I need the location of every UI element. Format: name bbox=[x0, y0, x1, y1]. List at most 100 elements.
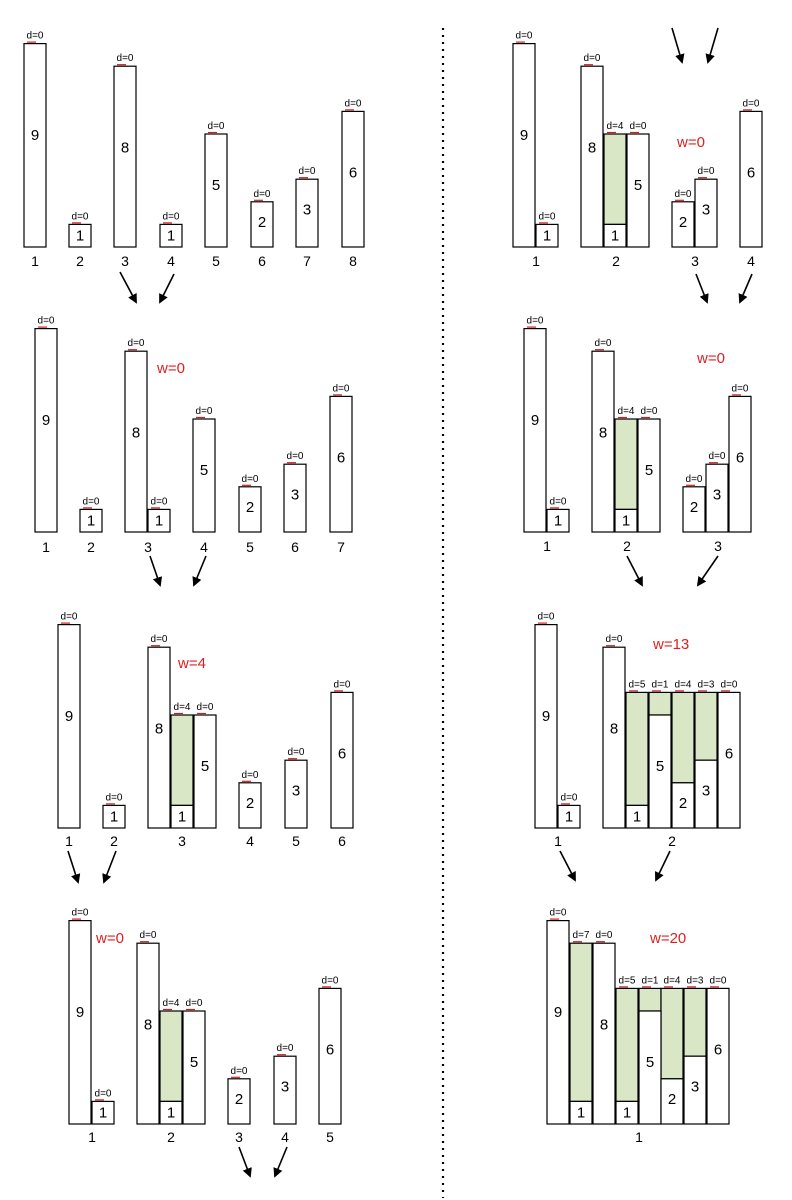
bar-value: 8 bbox=[155, 721, 163, 738]
bar bbox=[546, 919, 570, 1125]
depth-label: d=0 bbox=[345, 98, 362, 109]
bar-value: 1 bbox=[99, 1105, 107, 1122]
depth-label: d=0 bbox=[95, 1088, 112, 1099]
depth-label: d=1 bbox=[652, 679, 669, 690]
water-total-label: w=13 bbox=[652, 636, 689, 653]
water-fill bbox=[603, 133, 627, 226]
position-label: 5 bbox=[326, 1129, 334, 1145]
depth-label: d=4 bbox=[675, 679, 692, 690]
bar bbox=[147, 508, 171, 533]
bar-value: 6 bbox=[326, 1041, 334, 1058]
bar-value: 5 bbox=[646, 1054, 654, 1071]
bar bbox=[535, 223, 559, 248]
bar-value: 1 bbox=[76, 228, 84, 245]
position-label: 3 bbox=[235, 1129, 243, 1145]
step-arrow bbox=[696, 555, 719, 587]
bar bbox=[68, 919, 92, 1125]
bar bbox=[273, 1055, 297, 1125]
position-label: 5 bbox=[212, 253, 220, 269]
depth-label: d=0 bbox=[186, 998, 203, 1009]
bar-value: 5 bbox=[656, 758, 664, 775]
depth-label: d=0 bbox=[72, 908, 89, 919]
water-fill bbox=[615, 987, 639, 1103]
bar-value: 8 bbox=[610, 721, 618, 738]
depth-label: d=0 bbox=[698, 166, 715, 177]
water-fill bbox=[170, 714, 194, 807]
position-label: 5 bbox=[292, 833, 300, 849]
position-label: 4 bbox=[281, 1129, 289, 1145]
depth-label: d=0 bbox=[334, 679, 351, 690]
bar-value: 2 bbox=[668, 1091, 676, 1108]
bar-value: 2 bbox=[246, 499, 254, 516]
water-fill bbox=[614, 418, 638, 511]
bar bbox=[602, 646, 626, 829]
step-arrow bbox=[671, 27, 685, 64]
bar bbox=[557, 804, 581, 829]
bar-value: 5 bbox=[201, 758, 209, 775]
bar bbox=[159, 1100, 183, 1125]
bar bbox=[341, 110, 365, 248]
bar-value: 6 bbox=[725, 745, 733, 762]
water-fill bbox=[694, 691, 718, 761]
position-label: 1 bbox=[42, 539, 50, 555]
depth-label: d=0 bbox=[242, 474, 259, 485]
position-label: 2 bbox=[110, 833, 118, 849]
position-label: 2 bbox=[668, 833, 676, 849]
depth-label: d=0 bbox=[231, 1066, 248, 1077]
depth-label: d=0 bbox=[606, 634, 623, 645]
position-label: 1 bbox=[65, 833, 73, 849]
bar bbox=[238, 782, 262, 829]
depth-label: d=5 bbox=[629, 679, 646, 690]
position-label: 2 bbox=[167, 1129, 175, 1145]
bar-value: 3 bbox=[702, 783, 710, 800]
depth-label: d=0 bbox=[686, 474, 703, 485]
position-label: 2 bbox=[612, 253, 620, 269]
step-arrow bbox=[705, 27, 719, 64]
bar-value: 5 bbox=[634, 177, 642, 194]
position-label: 7 bbox=[303, 253, 311, 269]
bar-value: 3 bbox=[292, 783, 300, 800]
bar bbox=[660, 1078, 684, 1125]
bar-value: 1 bbox=[167, 1105, 175, 1122]
depth-label: d=0 bbox=[550, 496, 567, 507]
depth-label: d=0 bbox=[561, 792, 578, 803]
step-arrow bbox=[695, 273, 709, 304]
water-fill bbox=[625, 691, 649, 807]
bar bbox=[283, 463, 307, 533]
bar-value: 3 bbox=[713, 487, 721, 504]
bar bbox=[592, 942, 616, 1125]
step-arrow bbox=[626, 555, 643, 587]
step-arrow bbox=[738, 273, 753, 304]
bar bbox=[329, 395, 353, 533]
depth-label: d=0 bbox=[516, 31, 533, 42]
depth-label: d=0 bbox=[140, 930, 157, 941]
bar-value: 1 bbox=[577, 1105, 585, 1122]
bar-value: 8 bbox=[144, 1017, 152, 1034]
bar-value: 5 bbox=[212, 177, 220, 194]
bar-value: 3 bbox=[702, 202, 710, 219]
bar-value: 5 bbox=[645, 462, 653, 479]
bar-value: 1 bbox=[565, 809, 573, 826]
bar bbox=[34, 328, 58, 533]
depth-label: d=0 bbox=[208, 121, 225, 132]
depth-label: d=0 bbox=[83, 496, 100, 507]
bar-value: 8 bbox=[588, 140, 596, 157]
bar-value: 2 bbox=[679, 214, 687, 231]
bar bbox=[671, 782, 695, 829]
bar-value: 1 bbox=[87, 513, 95, 530]
bar bbox=[705, 463, 729, 533]
bar-value: 1 bbox=[622, 513, 630, 530]
depth-label: d=0 bbox=[38, 316, 55, 327]
bar bbox=[671, 201, 695, 248]
step-right-4-group: 9d=01d=78d=01d=55d=12d=43d=36d=01w=20 bbox=[546, 908, 730, 1145]
step-arrow bbox=[149, 555, 163, 587]
bar bbox=[728, 395, 752, 533]
bar bbox=[615, 1100, 639, 1125]
depth-label: d=7 bbox=[573, 930, 590, 941]
bar bbox=[534, 623, 558, 829]
water-total-label: w=0 bbox=[696, 350, 725, 367]
